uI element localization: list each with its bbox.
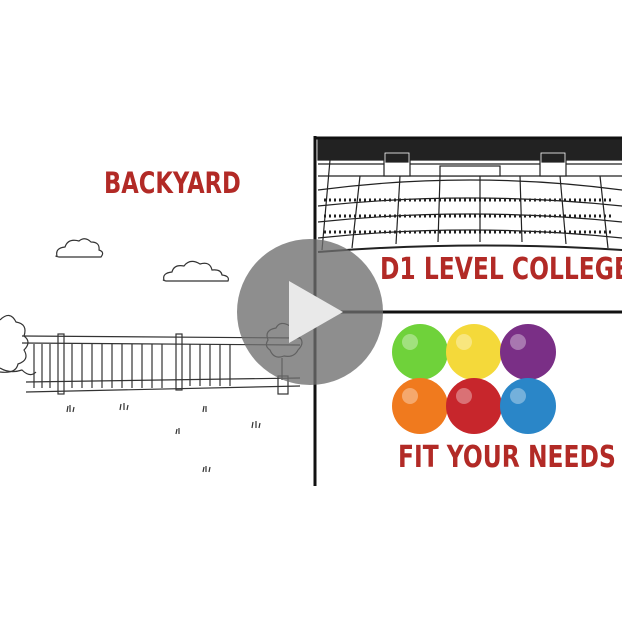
balls-grid bbox=[392, 324, 556, 434]
ball-orange bbox=[392, 378, 448, 434]
ball-red bbox=[446, 378, 502, 434]
bush-icon bbox=[0, 314, 29, 373]
ball-purple bbox=[500, 324, 556, 380]
cloud-icon bbox=[162, 260, 229, 282]
play-button[interactable] bbox=[237, 239, 383, 385]
caption-fit-needs: FIT YOUR NEEDS bbox=[398, 440, 616, 475]
stadium-scene bbox=[317, 139, 622, 253]
ball-yellow bbox=[446, 324, 502, 380]
play-icon bbox=[289, 281, 343, 343]
caption-colleges: D1 LEVEL COLLEGES bbox=[380, 252, 622, 287]
ball-green bbox=[392, 324, 448, 380]
cloud-icon bbox=[55, 238, 104, 258]
caption-backyard: BACKYARD bbox=[104, 166, 241, 200]
fence bbox=[21, 333, 301, 395]
ball-blue bbox=[500, 378, 556, 434]
